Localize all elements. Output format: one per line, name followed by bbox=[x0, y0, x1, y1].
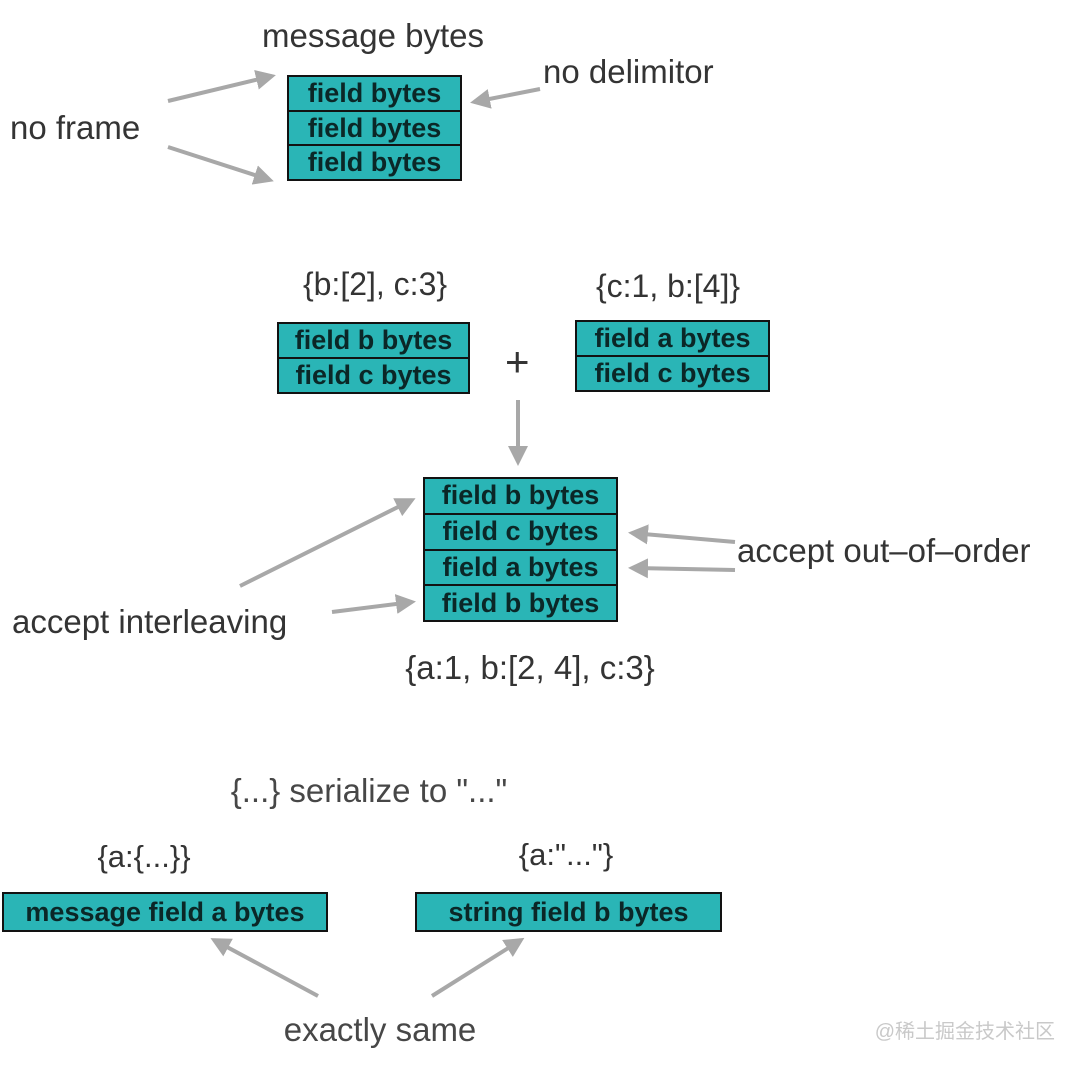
serialize-note-label: {...} serialize to "..." bbox=[230, 772, 508, 809]
exactly-same-label: exactly same bbox=[283, 1011, 477, 1048]
arrow-out-of-order-to-row3 bbox=[628, 558, 736, 579]
watermark: @稀土掘金技术社区 bbox=[874, 1021, 1055, 1043]
message-bytes-label: message bytes bbox=[262, 17, 484, 54]
string-field-b-box: string field b bytes bbox=[415, 892, 722, 932]
right-message-stack: field a bytes field c bytes bbox=[575, 320, 770, 392]
stack-row: string field b bytes bbox=[448, 896, 689, 927]
right-object-label: {c:1, b:[4]} bbox=[595, 268, 741, 304]
left-message-stack: field b bytes field c bytes bbox=[277, 322, 470, 394]
arrow-no-frame-to-bottom-box bbox=[167, 145, 274, 185]
message-field-a-box: message field a bytes bbox=[2, 892, 328, 932]
stack-row: field b bytes bbox=[425, 479, 616, 515]
stack-row: field bytes bbox=[307, 147, 442, 178]
stack-row: field c bytes bbox=[425, 515, 616, 551]
arrow-interleaving-long bbox=[239, 498, 416, 588]
stack-row: field c bytes bbox=[295, 360, 452, 390]
stack-row: field bytes bbox=[289, 112, 460, 147]
arrow-out-of-order-to-row2 bbox=[628, 524, 736, 545]
stack-row: field b bytes bbox=[279, 324, 468, 359]
merged-message-stack: field b bytes field c bytes field a byte… bbox=[423, 477, 618, 622]
stack-row: field bytes bbox=[289, 77, 460, 112]
arrow-no-frame-to-top-box bbox=[167, 70, 276, 103]
arrow-exactly-same-to-right-box bbox=[430, 937, 525, 998]
accept-out-of-order-label: accept out–of–order bbox=[737, 532, 1031, 569]
arrow-exactly-same-to-left-box bbox=[210, 938, 319, 998]
stack-row: message field a bytes bbox=[25, 896, 305, 927]
message-bytes-stack: field bytes field bytes field bytes bbox=[287, 75, 462, 181]
merged-object-label: {a:1, b:[2, 4], c:3} bbox=[405, 649, 655, 686]
stack-row: field b bytes bbox=[441, 587, 600, 618]
no-frame-label: no frame bbox=[10, 109, 141, 146]
nested-object-label: {a:{...}} bbox=[97, 839, 191, 874]
accept-interleaving-label: accept interleaving bbox=[12, 603, 288, 640]
no-delimitor-label: no delimitor bbox=[543, 53, 714, 90]
arrow-interleaving-short bbox=[331, 594, 416, 614]
stack-row: field a bytes bbox=[577, 322, 768, 357]
plus-sign: + bbox=[505, 338, 530, 385]
arrow-no-delimitor-to-stack bbox=[470, 87, 541, 109]
stack-row: field c bytes bbox=[594, 358, 751, 388]
left-object-label: {b:[2], c:3} bbox=[302, 266, 448, 302]
string-object-label: {a:"..."} bbox=[518, 837, 614, 872]
stack-row: field a bytes bbox=[425, 551, 616, 587]
